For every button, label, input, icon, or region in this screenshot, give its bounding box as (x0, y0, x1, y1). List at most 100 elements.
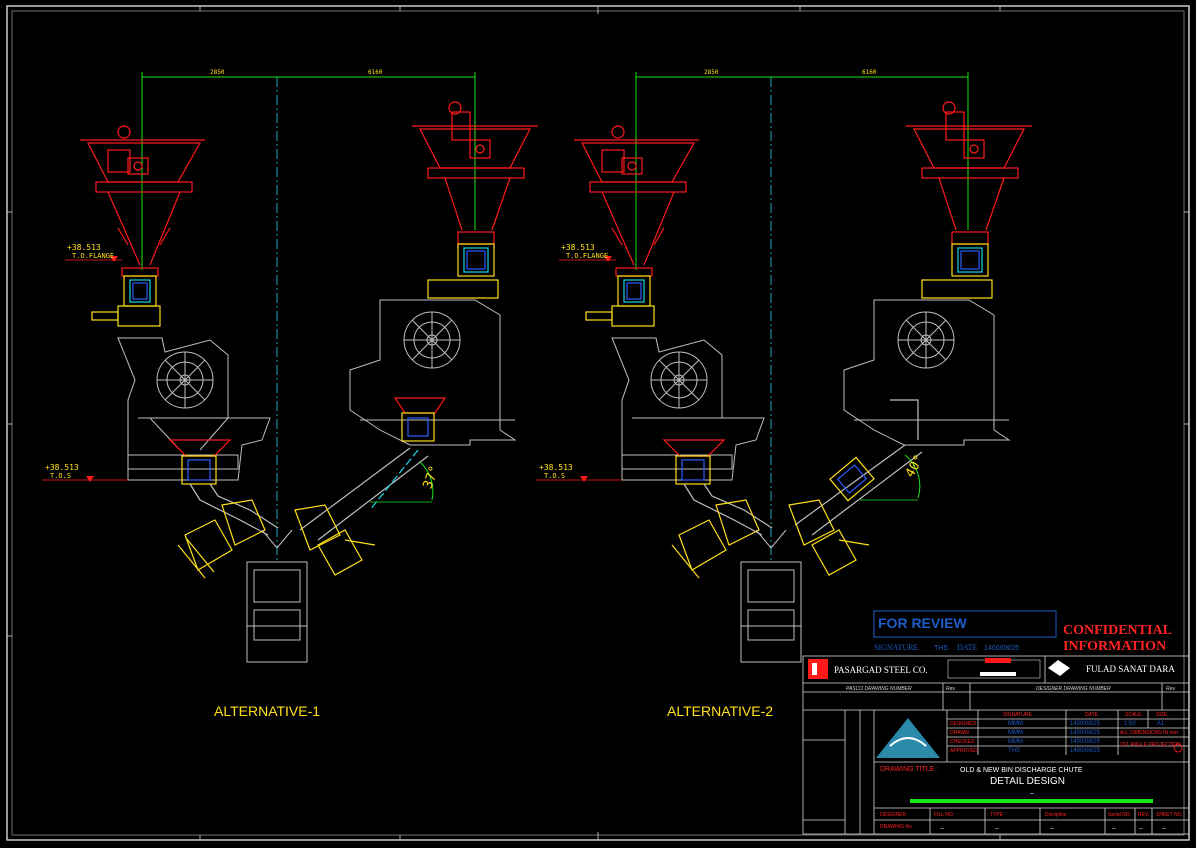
bottom-header-type: TYPE (990, 812, 1004, 818)
bottom-value-sheet: -- (1162, 826, 1166, 832)
approval-signature-drawn: MMM (1008, 730, 1023, 736)
drawing-number-red-bar (985, 658, 1011, 663)
drawing-title-line-1: OLD & NEW BIN DISCHARGE CHUTE (960, 767, 1083, 774)
angle-arc (419, 461, 434, 501)
approval-header-scale: SCALE (1125, 712, 1142, 718)
drawing-number-white-bar (980, 672, 1016, 676)
left-crusher (117, 337, 271, 481)
approval-date-checked: 1400/08/25 (1070, 739, 1101, 745)
left-discharge-chute (662, 439, 773, 579)
approval-role-approved: APPROVED (950, 748, 978, 754)
dimension-line (141, 72, 476, 270)
approval-date-approved: 1400/08/25 (1070, 748, 1101, 754)
left-feeder (80, 125, 205, 266)
bottom-header-drawing-no: DRAWING No. (880, 824, 913, 830)
client-logo (808, 659, 828, 679)
approval-role-checked: CHECKED (950, 739, 975, 745)
bottom-header-fill-no: FILL NO. (934, 812, 954, 818)
flange-level-label: T.O.FLANGE (72, 252, 114, 260)
bottom-header-sheet: SHEET NO. (1156, 812, 1183, 818)
review-stamp-box (873, 610, 1057, 638)
frame-ticks (7, 6, 1189, 840)
contractor-logo (1048, 660, 1070, 676)
designer-drawing-number-label: DESIGNER DRAWING NUMBER (1036, 686, 1111, 692)
right-discharge-chute (788, 399, 923, 576)
angle-arc (904, 454, 921, 499)
approval-signature-checked: MMM (1008, 739, 1023, 745)
bottom-header-designer: DESIGNER (880, 812, 907, 818)
client-logo-mark (812, 663, 817, 675)
bottom-value-rev: -- (1139, 826, 1143, 832)
right-crusher (843, 299, 1011, 446)
right-gate-valve (427, 231, 499, 299)
alternative-1-label: ALTERNATIVE-1 (214, 703, 320, 719)
dimension-left-text: 2850 (210, 69, 225, 76)
title-block (802, 655, 1190, 835)
alternative-2-label: ALTERNATIVE-2 (667, 703, 773, 719)
size-value: A1 (1157, 721, 1165, 727)
right-discharge-chute (294, 397, 447, 576)
bottom-value-fill-no: -- (940, 826, 944, 832)
emblem-wave (889, 737, 927, 747)
flange-level-marker (604, 256, 612, 262)
approval-date-drawn: 1400/08/25 (1070, 730, 1101, 736)
client-drawing-number-label: PASCO DRAWING NUMBER (846, 686, 912, 692)
flange-level-label: T.O.FLANGE (566, 252, 608, 260)
drawing-title-green-bar (910, 799, 1153, 803)
bottom-header-serial: Serial NO. (1108, 812, 1131, 818)
approval-header-size: SIZE (1156, 712, 1168, 718)
alternative-2-assembly: 2850 6160 +38.513 T.O.FLANGE (536, 69, 1032, 719)
projection-icon (1173, 743, 1183, 753)
review-stamp-title: FOR REVIEW (878, 615, 967, 631)
approval-header-signature: SIGNATURE (1003, 712, 1032, 718)
approval-role-designed: DESIGNED (950, 721, 977, 727)
bottom-header-discipline: Discipline (1045, 812, 1067, 818)
left-feeder (574, 125, 699, 266)
approval-role-drawn: DRAWN (950, 730, 969, 736)
confidential-line-2: INFORMATION (1063, 639, 1166, 654)
dimension-line (635, 72, 969, 270)
review-stamp: FOR REVIEW SIGNATURE THS DATE 1400/08/25 (873, 610, 1057, 652)
right-gate-valve (921, 231, 993, 299)
flange-level-marker (110, 256, 118, 262)
confidential-line-1: CONFIDENTIAL (1063, 623, 1172, 638)
scale-value: 1:50 (1124, 721, 1136, 727)
review-date-label: DATE (957, 643, 978, 652)
left-gate-valve (585, 267, 655, 327)
right-feeder (412, 101, 538, 231)
tos-level-label: T.O.S (544, 472, 565, 480)
drawing-title-line-3: _ (1029, 787, 1034, 794)
flange-level-text: +38.513 (561, 243, 595, 252)
right-crusher (349, 299, 517, 446)
approval-signature-approved: THS (1008, 748, 1020, 754)
client-name: PASARGAD STEEL CO. (834, 665, 928, 675)
central-bin-chute (246, 529, 308, 663)
drawing-title-label: DRAWING TITLE : (880, 766, 938, 773)
central-bin-chute (740, 529, 802, 663)
client-rev-label: Rev. (946, 686, 956, 692)
dimension-right-text: 6160 (862, 69, 877, 76)
tos-level-text: +38.513 (45, 463, 79, 472)
review-date-value: 1400/08/25 (984, 645, 1019, 652)
flange-level-text: +38.513 (67, 243, 101, 252)
left-crusher (611, 337, 765, 481)
tos-level-label: T.O.S (50, 472, 71, 480)
approval-signature-designed: MMM (1008, 721, 1023, 727)
approval-date-designed: 1400/08/25 (1070, 721, 1101, 727)
dimension-right-text: 6160 (368, 69, 383, 76)
review-signature-value: THS (934, 645, 948, 652)
bottom-value-serial: -- (1112, 826, 1116, 832)
left-gate-valve (91, 267, 161, 327)
tos-level-marker (86, 476, 94, 482)
bottom-value-discipline: -- (1050, 826, 1054, 832)
projection-note: 1ST ANGLE PROJECTION (1120, 742, 1181, 748)
alternative-1-assembly: 2850 6160 +38.513 T.O.FLANGE (42, 69, 538, 719)
dimensions-note: ALL DIMENSIONS IN mm (1120, 730, 1178, 736)
tos-level-text: +38.513 (539, 463, 573, 472)
left-discharge-chute (168, 439, 279, 579)
bottom-header-rev: REV. (1138, 812, 1149, 818)
approval-header-date: DATE (1085, 712, 1099, 718)
contractor-name: FULAD SANAT DARA (1086, 664, 1175, 674)
